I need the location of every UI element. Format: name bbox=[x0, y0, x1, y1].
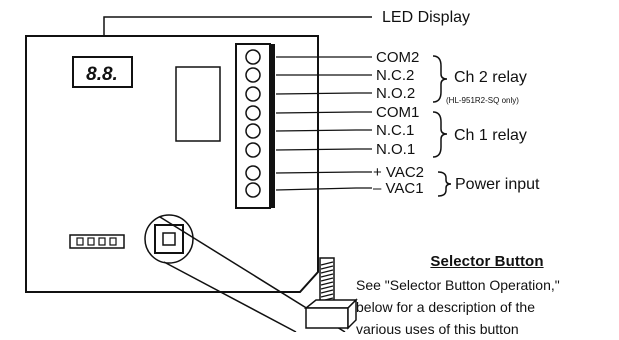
leader-vac2 bbox=[275, 171, 372, 174]
terminal-screw-nc2 bbox=[245, 67, 261, 83]
selector-note-line: See "Selector Button Operation," bbox=[356, 277, 560, 293]
leader-nc1 bbox=[275, 129, 372, 132]
pin-header-connector bbox=[69, 234, 125, 249]
brace-ch1 bbox=[432, 111, 448, 158]
terminal-screw-no2 bbox=[245, 86, 261, 102]
selector-button[interactable] bbox=[154, 224, 184, 254]
terminal-screw-com1 bbox=[245, 105, 261, 121]
stem-hatch bbox=[320, 269, 334, 274]
leader-no2 bbox=[275, 92, 372, 95]
selector-button-enlarged bbox=[303, 257, 358, 330]
terminal-label-com1: COM1 bbox=[376, 104, 419, 121]
selector-button-description: See "Selector Button Operation," below f… bbox=[356, 274, 618, 340]
terminal-screw-vac2 bbox=[245, 165, 261, 181]
terminal-screw-nc1 bbox=[245, 123, 261, 139]
terminal-block bbox=[235, 43, 275, 209]
terminal-label-no2: N.O.2 bbox=[376, 85, 415, 102]
stem-hatch bbox=[320, 281, 334, 286]
selector-note-line: below for a description of the bbox=[356, 299, 535, 315]
leader-no1 bbox=[275, 148, 372, 151]
terminal-screw-com2 bbox=[245, 49, 261, 65]
terminal-label-com2: COM2 bbox=[376, 49, 419, 66]
terminal-label-nc1: N.C.1 bbox=[376, 122, 414, 139]
terminal-labels: COM2 N.C.2 N.O.2 COM1 N.C.1 N.O.1 + VAC2… bbox=[373, 49, 424, 197]
relay-component bbox=[175, 66, 221, 142]
led-display bbox=[72, 56, 133, 88]
stem-hatch bbox=[320, 277, 334, 282]
stem-hatch bbox=[320, 285, 334, 290]
led-readout: 8.8. bbox=[86, 64, 118, 85]
stem-hatch bbox=[320, 293, 334, 298]
led-display-callout: LED Display bbox=[382, 9, 470, 26]
wiring-diagram: LED Display 8.8. COM2 N.C.2 N.O.2 COM1 N… bbox=[25, 9, 540, 332]
power-input-label: Power input bbox=[455, 176, 540, 193]
stem-hatch bbox=[320, 261, 334, 266]
ch2-relay-label: Ch 2 relay bbox=[454, 69, 527, 86]
terminal-label-nc2: N.C.2 bbox=[376, 67, 414, 84]
terminal-screw-vac1 bbox=[245, 182, 261, 198]
brace-power bbox=[437, 171, 452, 197]
terminal-label-no1: N.O.1 bbox=[376, 141, 415, 158]
terminal-screw-no1 bbox=[245, 142, 261, 158]
stem-hatch bbox=[320, 273, 334, 278]
stem-hatch bbox=[320, 265, 334, 270]
selector-button-note: Selector Button See "Selector Button Ope… bbox=[356, 253, 618, 340]
selector-button-title: Selector Button bbox=[430, 253, 544, 270]
terminal-label-vac1: – VAC1 bbox=[373, 180, 424, 197]
terminal-leaders bbox=[275, 56, 372, 191]
leader-com1 bbox=[275, 111, 372, 114]
selector-note-line: various uses of this button bbox=[356, 321, 519, 337]
terminal-label-vac2: + VAC2 bbox=[373, 164, 424, 181]
brace-ch2 bbox=[432, 55, 448, 103]
leader-vac1 bbox=[275, 187, 372, 191]
ch1-relay-label: Ch 1 relay bbox=[454, 127, 527, 144]
stem-hatch bbox=[320, 289, 334, 294]
ch2-model-note: (HL-951R2-SQ only) bbox=[446, 96, 519, 105]
